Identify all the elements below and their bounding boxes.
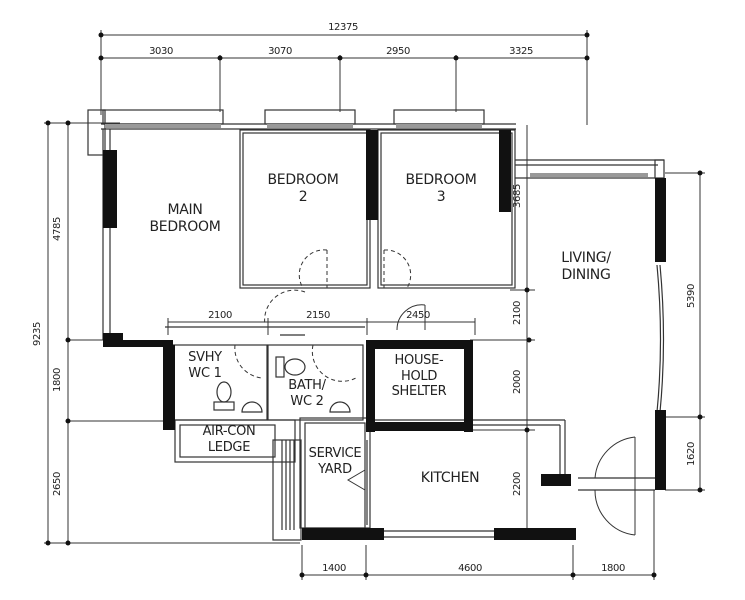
door-swings (234, 249, 412, 382)
dim-inner-h-3: 2450 (406, 310, 430, 321)
room-label-line: KITCHEN (420, 470, 480, 486)
dim-inner-v-3: 2000 (512, 370, 523, 394)
room-wc-1: SVHY WC 1 (170, 350, 240, 381)
dim-left-seg-2: 1800 (52, 368, 63, 392)
window-glazing (105, 124, 648, 177)
dim-left-seg-3: 2650 (52, 472, 63, 496)
shelter-door (396, 304, 426, 331)
inner-vertical-dimension-line (470, 125, 535, 530)
room-label-line: BEDROOM (149, 218, 221, 235)
room-label-line: BATH/ (288, 378, 326, 393)
room-bedroom-3: BEDROOM 3 (396, 172, 486, 206)
structural-walls (103, 130, 666, 540)
room-label-line: BEDROOM (405, 172, 477, 188)
left-dimension-lines (44, 122, 300, 544)
dim-inner-v-1: 3685 (512, 184, 523, 208)
inner-horizontal-dimension-line (167, 318, 476, 335)
room-label-line: SERVICE (308, 446, 362, 461)
room-bedroom-2: BEDROOM 2 (258, 172, 348, 206)
dim-inner-v-2: 2100 (512, 301, 523, 325)
room-label-line: WC 1 (188, 365, 222, 381)
dim-inner-h-2: 2150 (306, 310, 330, 321)
room-kitchen: KITCHEN (400, 470, 500, 487)
dim-left-total: 9235 (32, 322, 43, 346)
room-label-line: AIR-CON (202, 424, 256, 439)
dim-bottom-seg-2: 4600 (458, 563, 482, 574)
room-label-line: YARD (318, 461, 352, 477)
room-service-yard: SERVICE YARD (303, 446, 367, 477)
room-label-line: HOLD (400, 368, 438, 384)
room-label-line: DINING (561, 266, 611, 283)
dim-top-seg-1: 3030 (149, 46, 173, 57)
dim-bottom-seg-3: 1800 (601, 563, 625, 574)
dim-right-seg-1: 5390 (686, 284, 697, 308)
room-label-line: LIVING/ (561, 250, 611, 266)
dim-inner-v-4: 2200 (512, 472, 523, 496)
dim-right-seg-2: 1620 (686, 442, 697, 466)
room-living-dining: LIVING/ DINING (546, 250, 626, 284)
room-bath-wc-2: BATH/ WC 2 (272, 378, 342, 409)
dim-bottom-seg-1: 1400 (322, 563, 346, 574)
room-label-line: SVHY (188, 350, 222, 365)
top-dimension-lines (100, 30, 588, 125)
room-label-line: 3 (436, 188, 446, 205)
room-label-line: SHELTER (391, 384, 447, 400)
room-label-line: WC 2 (290, 393, 324, 409)
room-label-line: 2 (298, 188, 308, 205)
room-household-shelter: HOUSE- HOLD SHELTER (378, 353, 460, 400)
room-label-line: LEDGE (207, 439, 251, 455)
room-label-line: BEDROOM (267, 172, 339, 188)
room-air-con-ledge: AIR-CON LEDGE (190, 424, 268, 455)
dim-top-seg-2: 3070 (268, 46, 292, 57)
dim-top-seg-3: 2950 (386, 46, 410, 57)
right-dimension-lines (665, 172, 705, 491)
service-yard-door (347, 469, 366, 491)
dim-inner-h-1: 2100 (208, 310, 232, 321)
room-label-line: MAIN (167, 202, 203, 218)
room-label-line: HOUSE- (394, 353, 444, 368)
room-main-bedroom: MAIN BEDROOM (140, 202, 230, 236)
dim-left-seg-1: 4785 (52, 217, 63, 241)
main-entrance-door (594, 436, 636, 536)
dim-top-seg-4: 3325 (509, 46, 533, 57)
dim-top-total: 12375 (328, 22, 358, 33)
